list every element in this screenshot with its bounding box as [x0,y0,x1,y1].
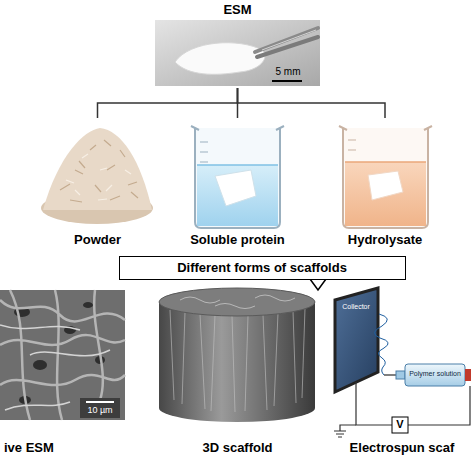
panel-label: Powder [74,232,121,248]
panel-label: ive ESM [4,440,54,456]
box-pointer [310,279,326,290]
panel-label: Hydrolysate [348,232,422,248]
scale-bar-label: 10 µm [80,405,120,415]
hydrolysate-node: Hydrolysate [320,118,450,250]
voltage-label: V [392,418,408,431]
electrospinning-setup [334,288,471,437]
esm-photo [155,20,320,86]
panel-label: ESM [223,2,251,18]
scaffold-3d-node: 3D scaffold [150,288,325,458]
powder-node: Powder [35,118,160,250]
powder-image [41,128,153,224]
box-heading: Different forms of scaffolds [177,260,347,276]
syringe-label: Polymer solution [405,370,465,378]
native-esm-node: ive ESM [0,288,130,458]
bracket-connector [238,88,386,118]
scaffold-cylinder [159,288,315,422]
scale-bar-label: 5 mm [270,66,306,78]
panel-label: Electrospun scaf [350,440,455,456]
soluble-protein-node: Soluble protein [175,118,300,250]
panel-label: Soluble protein [190,232,285,248]
scaffold-forms-box: Different forms of scaffolds [119,256,406,280]
bracket-connector [98,88,238,118]
panel-label: 3D scaffold [202,440,272,456]
sem-image [0,290,125,420]
collector-label: Collector [338,303,374,311]
beaker-blue [191,126,284,228]
beaker-peach [339,126,432,228]
